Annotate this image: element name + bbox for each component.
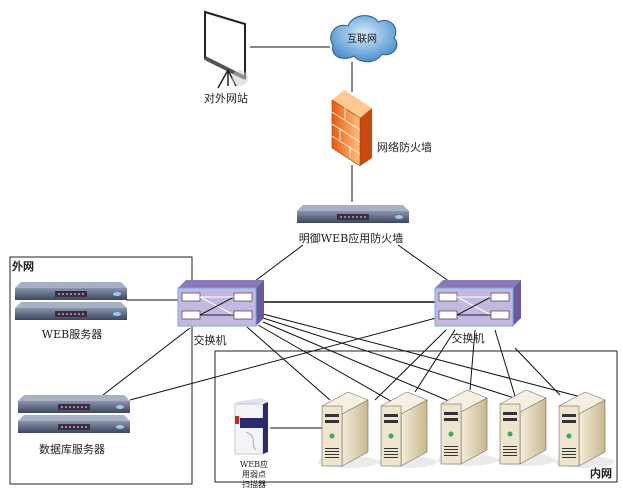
switch-left-label: 交换机 [194,333,227,347]
switch-right-label: 交换机 [452,331,485,345]
tower-server-2-icon[interactable] [376,391,438,469]
web-vuln-scanner-icon[interactable] [234,398,268,455]
scanner-label-line-1: WEB应 [240,459,268,469]
website-label: 对外网站 [204,91,248,105]
web-server-1-icon[interactable] [15,282,127,300]
tower-server-1-icon[interactable] [317,391,379,469]
db-server-1-icon[interactable] [18,395,130,413]
waf-label: 明御WEB应用防火墙 [299,231,403,245]
tower-server-3-icon[interactable] [436,389,498,467]
links [102,46,586,429]
network-firewall-icon[interactable] [331,90,372,167]
outer-zone-label: 外网 [11,259,34,273]
inner-zone-label: 内网 [590,466,612,480]
website-projector-icon[interactable] [204,10,248,89]
internet-cloud-icon[interactable] [330,15,398,63]
tower-server-5-icon[interactable] [554,391,616,469]
firewall-label: 网络防火墙 [377,140,432,154]
waf-appliance-icon[interactable] [297,205,409,223]
inner-zone-box [214,350,618,483]
tower-server-4-icon[interactable] [495,389,557,467]
db-servers-label: 数据库服务器 [39,442,105,456]
web-server-2-icon[interactable] [15,302,127,320]
outer-zone-box [9,256,193,485]
scanner-label-line-3: 扫描器 [242,479,266,488]
internet-label: 互联网 [347,33,377,45]
switch-right-icon[interactable] [434,279,522,327]
scanner-label-line-2: 用弱点 [242,470,266,479]
web-servers-label: WEB服务器 [42,328,102,341]
switch-left-icon[interactable] [177,279,265,327]
db-server-2-icon[interactable] [18,415,130,433]
